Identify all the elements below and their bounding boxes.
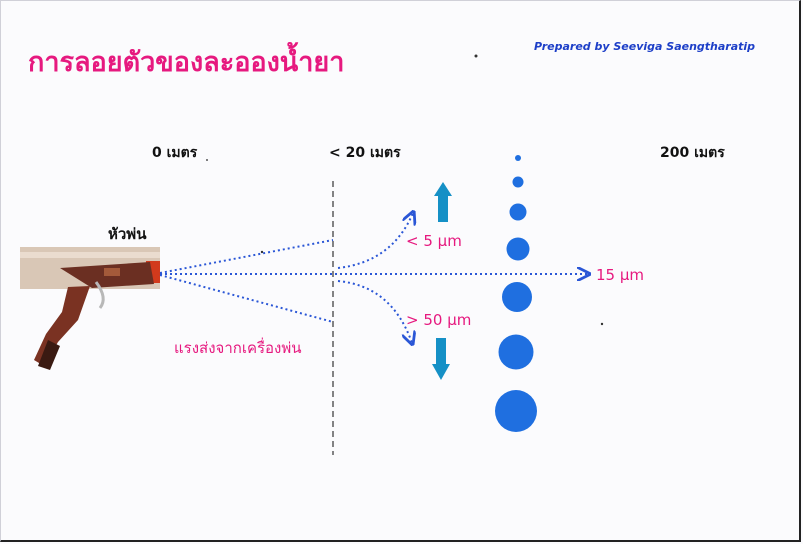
diagram-title: การลอยตัวของละอองน้ำยา — [28, 47, 345, 78]
droplet-4 — [506, 237, 530, 261]
arrow-up-icon — [434, 182, 452, 222]
droplet-5 — [502, 282, 532, 312]
nozzle-label: หัวพ่น — [108, 225, 147, 243]
credit-line: Prepared by Seeviga Saengtharatip — [534, 40, 756, 53]
spray-gun-icon — [20, 247, 160, 370]
large-droplet-size: > 50 µm — [406, 311, 472, 329]
distance-middle-label: < 20 เมตร — [329, 145, 401, 161]
distance-end-label: 200 เมตร — [660, 145, 725, 161]
droplet-2 — [512, 176, 524, 188]
small-droplet-size: < 5 µm — [406, 232, 462, 250]
arrow-down-icon — [432, 338, 450, 380]
small-droplet-trajectory — [337, 213, 413, 269]
medium-droplet-size: 15 µm — [596, 266, 645, 284]
spray-upper-line — [159, 239, 334, 274]
droplet-1 — [515, 155, 521, 161]
large-droplet-trajectory — [337, 280, 412, 343]
distance-start-label: 0 เมตร — [152, 145, 198, 161]
droplet-series — [495, 155, 537, 432]
droplet-3 — [509, 203, 527, 221]
sprayer-force-label: แรงส่งจากเครื่องพ่น — [174, 339, 302, 357]
droplet-7 — [495, 390, 537, 432]
droplet-6 — [498, 334, 534, 370]
spray-lower-line — [159, 274, 334, 323]
